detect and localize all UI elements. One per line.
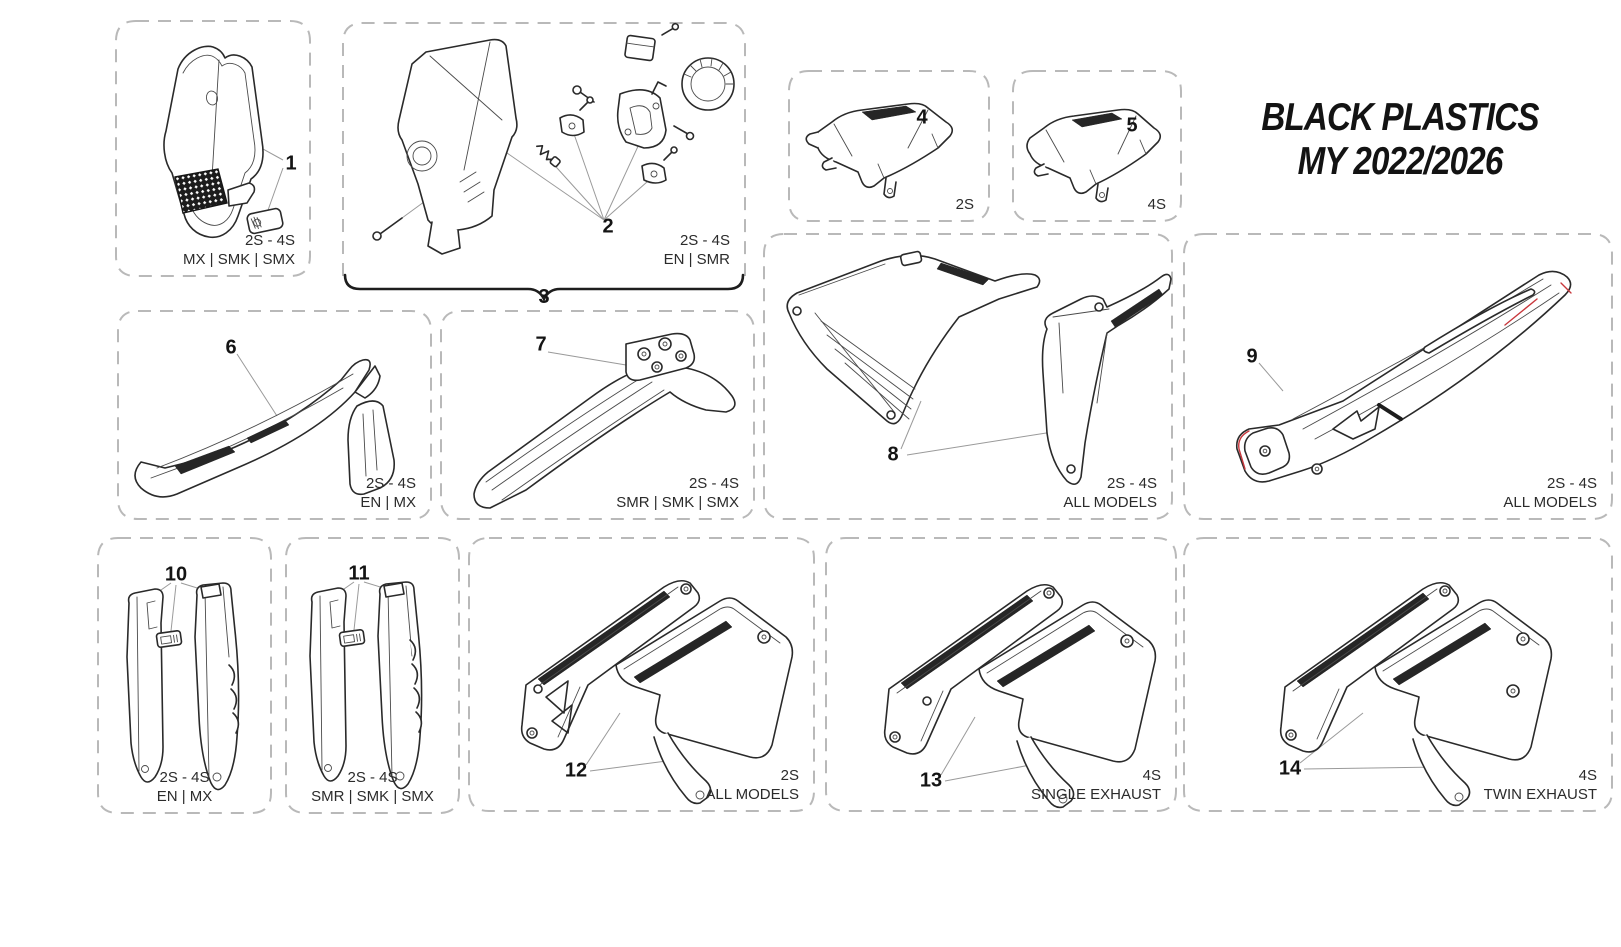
panel-5-labels: 4S [1148, 195, 1166, 214]
panel-side-panels-4s-single: 13 4S SINGLE EXHAUST [825, 537, 1177, 812]
part-number-3: 3 [538, 286, 550, 308]
panel-11-labels: 2S - 4S SMR | SMK | SMX [285, 768, 460, 806]
panel-headlight-mask: 2 2S - 4S EN | SMR [342, 22, 746, 277]
panel-fork-guards-en-mx: 10 2S - 4S EN | MX [97, 537, 272, 814]
regulator-part [624, 22, 680, 62]
part-number-9: 9 [1246, 345, 1258, 368]
part-number-13: 13 [919, 769, 943, 792]
red-accent [1238, 282, 1572, 470]
page-title: BLACK PLASTICS MY 2022/2026 [1260, 96, 1541, 184]
panel-front-fender-smr: 7 2S - 4S SMR | SMK | SMX [440, 310, 755, 520]
part-number-6: 6 [225, 336, 237, 359]
part-number-11: 11 [348, 562, 370, 585]
front-fender-smr-illustration [440, 310, 755, 520]
part-number-10: 10 [164, 563, 188, 586]
side-panels-4s-single-illustration [825, 537, 1177, 812]
variant-label: 2S - 4S [244, 232, 295, 249]
model-label: TWIN EXHAUST [1483, 786, 1597, 803]
side-panels-4s-twin-illustration [1183, 537, 1613, 812]
model-label: SMR | SMK | SMX [616, 494, 739, 511]
panel-front-fender-en-mx: 6 2S - 4S EN | MX [117, 310, 432, 520]
side-panels-2s-illustration [468, 537, 815, 812]
variant-label: 2S [780, 767, 799, 784]
variant-label: 2S - 4S [159, 769, 210, 786]
panel-fork-guards-smr: 11 2S - 4S SMR | SMK | SMX [285, 537, 460, 814]
variant-label: 2S - 4S [1546, 475, 1597, 492]
panel-side-panels-4s-twin: 14 4S TWIN EXHAUST [1183, 537, 1613, 812]
panel-9-labels: 2S - 4S ALL MODELS [1503, 474, 1597, 512]
part-number-4: 4 [916, 106, 928, 129]
number-plate-illustration [115, 20, 311, 277]
panel-1-labels: 2S - 4S MX | SMK | SMX [183, 231, 295, 269]
panel-12-labels: 2S ALL MODELS [705, 766, 799, 804]
model-label: SMR | SMK | SMX [311, 788, 434, 805]
variant-label: 4S [1578, 767, 1597, 784]
panel-7-labels: 2S - 4S SMR | SMK | SMX [616, 474, 739, 512]
crosshatch-patch [174, 168, 228, 214]
airbox-cover-4s-illustration [1012, 70, 1182, 222]
panel-13-labels: 4S SINGLE EXHAUST [1031, 766, 1161, 804]
variant-label: 2S - 4S [365, 475, 416, 492]
part-number-5: 5 [1126, 114, 1138, 137]
panel-2-labels: 2S - 4S EN | SMR [664, 231, 730, 269]
leader-line [900, 400, 1060, 456]
title-line-2: MY 2022/2026 [1297, 140, 1504, 184]
part-number-14: 14 [1278, 757, 1302, 780]
model-label: MX | SMK | SMX [183, 251, 295, 268]
panel-number-plate: 1 2S - 4S MX | SMK | SMX [115, 20, 311, 277]
rear-fender-illustration [1183, 233, 1613, 520]
title-line-1: BLACK PLASTICS [1261, 96, 1539, 139]
panel-side-panels-2s: 12 2S ALL MODELS [468, 537, 815, 812]
fork-guards-smr-illustration [285, 537, 460, 814]
variant-label: 2S - 4S [679, 232, 730, 249]
model-label: EN | SMR [663, 251, 730, 268]
guard-clip [155, 629, 183, 649]
panel-radiator-shrouds: 8 2S - 4S ALL MODELS [763, 233, 1173, 520]
front-fender-en-mx-illustration [117, 310, 432, 520]
spring-screw [536, 144, 561, 168]
airbox-cover-2s-illustration [788, 70, 990, 222]
headlight-unit [681, 57, 735, 111]
part-number-7: 7 [535, 333, 547, 356]
group-brace [343, 273, 745, 302]
model-label: ALL MODELS [705, 786, 799, 803]
variant-label: 2S - 4S [347, 769, 398, 786]
part-number-8: 8 [887, 443, 899, 466]
radiator-shrouds-illustration [763, 233, 1173, 520]
leader-line [1299, 712, 1442, 770]
headlight-bracket [616, 81, 667, 149]
fork-guards-en-mx-illustration [97, 537, 272, 814]
panel-airbox-cover-2s: 4 2S [788, 70, 990, 222]
variant-label: 2S - 4S [1106, 475, 1157, 492]
variant-label: 4S [1147, 196, 1166, 213]
part-number-2: 2 [602, 215, 614, 238]
part-number-12: 12 [564, 759, 588, 782]
variant-label: 2S - 4S [688, 475, 739, 492]
model-label: ALL MODELS [1063, 494, 1157, 511]
panel-10-labels: 2S - 4S EN | MX [97, 768, 272, 806]
model-label: SINGLE EXHAUST [1030, 786, 1161, 803]
model-label: EN | MX [360, 494, 416, 511]
panel-4-labels: 2S [956, 195, 974, 214]
panel-airbox-cover-4s: 5 4S [1012, 70, 1182, 222]
variant-label: 2S [955, 196, 974, 213]
model-label: EN | MX [156, 788, 213, 805]
panel-rear-fender: 9 2S - 4S ALL MODELS [1183, 233, 1613, 520]
rubber-mount [559, 96, 594, 137]
panel-8-labels: 2S - 4S ALL MODELS [1063, 474, 1157, 512]
variant-label: 4S [1142, 767, 1161, 784]
rubber-pad [246, 207, 284, 235]
rubber-mount [641, 146, 678, 184]
leader-line [940, 716, 1042, 782]
headlight-mask-illustration [342, 22, 746, 276]
panel-14-labels: 4S TWIN EXHAUST [1484, 766, 1597, 804]
panel-6-labels: 2S - 4S EN | MX [360, 474, 416, 512]
model-label: ALL MODELS [1503, 494, 1597, 511]
part-number-1: 1 [285, 152, 297, 175]
